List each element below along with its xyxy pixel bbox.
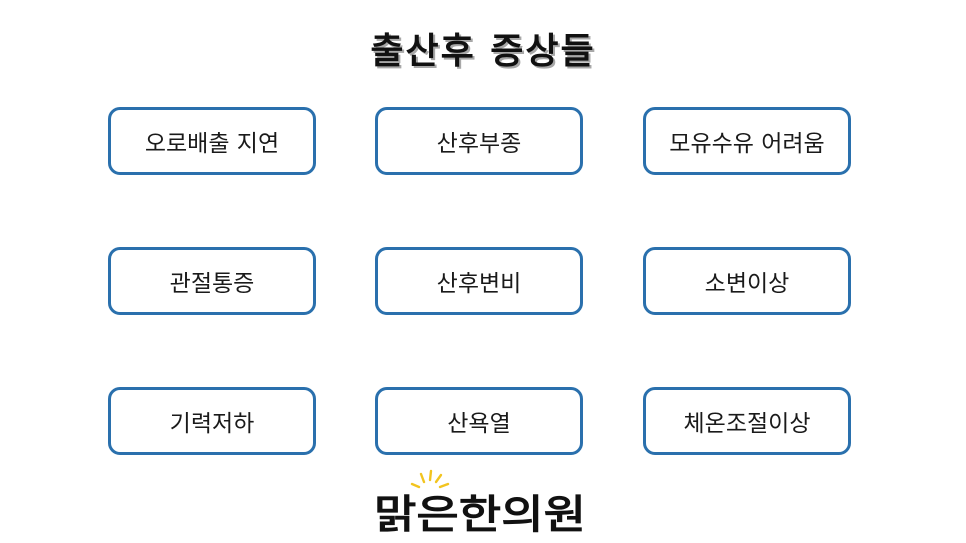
symptom-box-puerperal-fever: 산욕열 — [375, 387, 583, 455]
symptom-box-urinary-problem: 소변이상 — [643, 247, 851, 315]
page-title: 출산후 증상들 — [370, 31, 596, 72]
logo-text: 맑은한의원 — [374, 491, 586, 538]
symptom-box-lochia-delay: 오로배출 지연 — [108, 107, 316, 175]
clinic-logo: 맑은한의원 — [374, 469, 586, 538]
symptom-box-temperature-regulation: 체온조절이상 — [643, 387, 851, 455]
symptom-box-postpartum-constipation: 산후변비 — [375, 247, 583, 315]
symptom-box-breastfeeding-difficulty: 모유수유 어려움 — [643, 107, 851, 175]
symptom-box-fatigue: 기력저하 — [108, 387, 316, 455]
symptom-box-postpartum-edema: 산후부종 — [375, 107, 583, 175]
sun-rays-icon — [410, 469, 450, 489]
symptom-box-joint-pain: 관절통증 — [108, 247, 316, 315]
